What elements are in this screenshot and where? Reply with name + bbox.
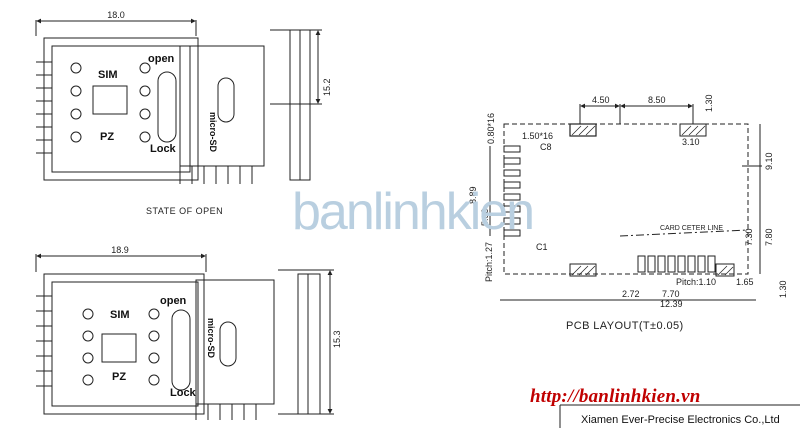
pcb-layout [489, 103, 762, 301]
top-caption: STATE OF OPEN [146, 206, 223, 216]
pcb-dim-1239: 12.39 [660, 299, 683, 309]
pcb-dim-080x16: 0.80*16 [486, 113, 496, 144]
sim-pad [92, 85, 128, 115]
pcb-dim-150x16: 1.50*16 [522, 131, 553, 141]
microsd-pads [637, 255, 716, 273]
bottom-sim-contacts [82, 308, 160, 386]
pad-bottom-right [715, 263, 735, 277]
bottom-sim-label: SIM [110, 309, 130, 321]
microsd-slot [217, 77, 235, 123]
pcb-dim-130-bottom: 1.30 [778, 280, 788, 298]
top-open-label: open [148, 53, 175, 65]
microsd-tray [179, 45, 265, 167]
bottom-microsd-tray [195, 279, 275, 405]
top-microsd-label: micro-SD [208, 112, 218, 153]
pcb-dim-310: 3.10 [682, 137, 700, 147]
watermark-logo: banlinhkien [292, 183, 535, 241]
top-width-dim: 18.0 [107, 10, 125, 20]
top-lock-label: Lock [150, 143, 177, 155]
pcb-dim-450: 4.50 [592, 95, 610, 105]
sim-contacts [70, 62, 151, 143]
bottom-lock-label: Lock [170, 387, 197, 399]
pcb-dim-910: 9.10 [764, 152, 774, 170]
pcb-pitch-110: Pitch:1.10 [676, 277, 716, 287]
pcb-dim-730: 7.30 [744, 228, 754, 246]
pcb-dim-850: 8.50 [648, 95, 666, 105]
lever-slot [157, 71, 177, 143]
pcb-dim-780: 7.80 [764, 228, 774, 246]
pcb-dim-889: 8.89 [468, 186, 478, 204]
pad-top-right [679, 123, 707, 137]
bottom-open-label: open [160, 295, 187, 307]
bottom-height-dim: 15.3 [332, 330, 342, 348]
bottom-bottom-pins [195, 404, 257, 420]
connector-body [43, 37, 199, 181]
card-slot-outline [51, 45, 191, 173]
pcb-dim-130-top: 1.30 [704, 94, 714, 112]
pcb-label-c1: C1 [536, 242, 548, 252]
bottom-width-dim: 18.9 [111, 245, 129, 255]
top-pz-label: PZ [100, 131, 114, 143]
pcb-dim-590: 5.90 [480, 208, 490, 226]
pcb-label-c8: C8 [540, 142, 552, 152]
bottom-side-view [297, 273, 321, 415]
pcb-card-center-label: CARD CETER LINE [660, 225, 723, 232]
pcb-caption: PCB LAYOUT(T±0.05) [566, 320, 684, 332]
pad-top-left [569, 123, 597, 137]
top-sim-label: SIM [98, 69, 118, 81]
pcb-dim-165: 1.65 [736, 277, 754, 287]
pad-bottom-left [569, 263, 597, 277]
bottom-connector-body [43, 273, 205, 415]
pad-hatching [571, 125, 734, 276]
pcb-dim-272: 2.72 [622, 289, 640, 299]
left-pins [36, 61, 52, 154]
bottom-microsd-label: micro-SD [206, 318, 216, 359]
card-center-line [619, 229, 749, 237]
website-link[interactable]: http://banlinhkien.vn [530, 386, 701, 407]
bottom-pz-label: PZ [112, 371, 126, 383]
bottom-connector-view [35, 253, 334, 420]
top-height-dim: 15.2 [322, 78, 332, 96]
pcb-dim-770: 7.70 [662, 289, 680, 299]
top-connector-view [35, 18, 322, 184]
bottom-pins [179, 166, 253, 184]
manufacturer-name: Xiamen Ever-Precise Electronics Co.,Ltd [581, 414, 780, 426]
sim-pads [503, 145, 521, 237]
bottom-left-pins [36, 295, 52, 387]
pcb-pitch-127: Pitch:1.27 [484, 242, 494, 282]
